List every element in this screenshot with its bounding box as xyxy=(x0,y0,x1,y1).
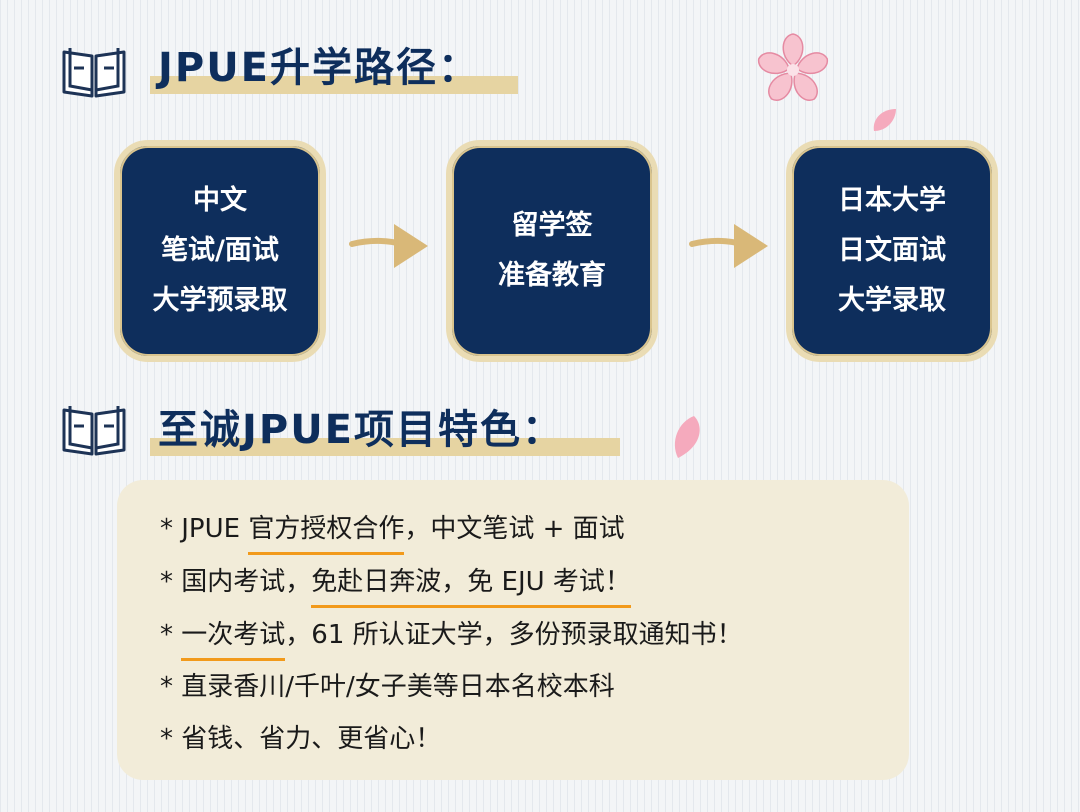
open-book-icon xyxy=(62,406,126,456)
open-book-icon xyxy=(62,48,126,98)
feature-item: * 直录香川/千叶/女子美等日本名校本科 xyxy=(160,672,615,702)
step-line: 笔试/面试 xyxy=(161,235,279,266)
step-card-chinese-exam: 中文 笔试/面试 大学预录取 xyxy=(114,140,326,362)
heading-underline-bar xyxy=(150,76,518,94)
step-line: 中文 xyxy=(193,185,247,216)
step-line: 大学录取 xyxy=(838,285,946,316)
step-line: 留学签 xyxy=(511,210,593,241)
step-line: 准备教育 xyxy=(498,260,606,291)
feature-item: * JPUE 官方授权合作，中文笔试 + 面试 xyxy=(160,514,625,555)
highlight-underline: 官方授权合作 xyxy=(248,514,405,555)
feature-item: * 国内考试，免赴日奔波，免 EJU 考试！ xyxy=(160,567,631,608)
heading-underline-bar xyxy=(150,438,620,456)
feature-item: * 一次考试，61 所认证大学，多份预录取通知书！ xyxy=(160,620,743,661)
sakura-petal-icon xyxy=(873,109,896,131)
sakura-petal-icon xyxy=(674,416,700,458)
features-title: 至诚JPUE项目特色： xyxy=(158,407,565,453)
step-card-visa: 留学签 准备教育 xyxy=(446,140,658,362)
path-title: JPUE升学路径： xyxy=(158,45,481,91)
arrow-right-icon xyxy=(349,224,428,268)
features-panel: * JPUE 官方授权合作，中文笔试 + 面试 * 国内考试，免赴日奔波，免 E… xyxy=(117,480,909,780)
features-heading: 至诚JPUE项目特色： xyxy=(60,400,660,470)
feature-item: * 省钱、省力、更省心！ xyxy=(160,724,442,754)
arrow-right-icon xyxy=(689,224,768,268)
step-line: 日本大学 xyxy=(838,185,946,216)
sakura-flower-icon xyxy=(758,33,828,101)
step-line: 大学预录取 xyxy=(152,285,288,316)
highlight-underline: 一次考试 xyxy=(181,620,286,661)
highlight-underline: 免赴日奔波，免 EJU 考试！ xyxy=(311,567,631,608)
path-heading: JPUE升学路径： xyxy=(60,42,540,112)
step-line: 日文面试 xyxy=(838,235,946,266)
step-card-japan-university: 日本大学 日文面试 大学录取 xyxy=(786,140,998,362)
